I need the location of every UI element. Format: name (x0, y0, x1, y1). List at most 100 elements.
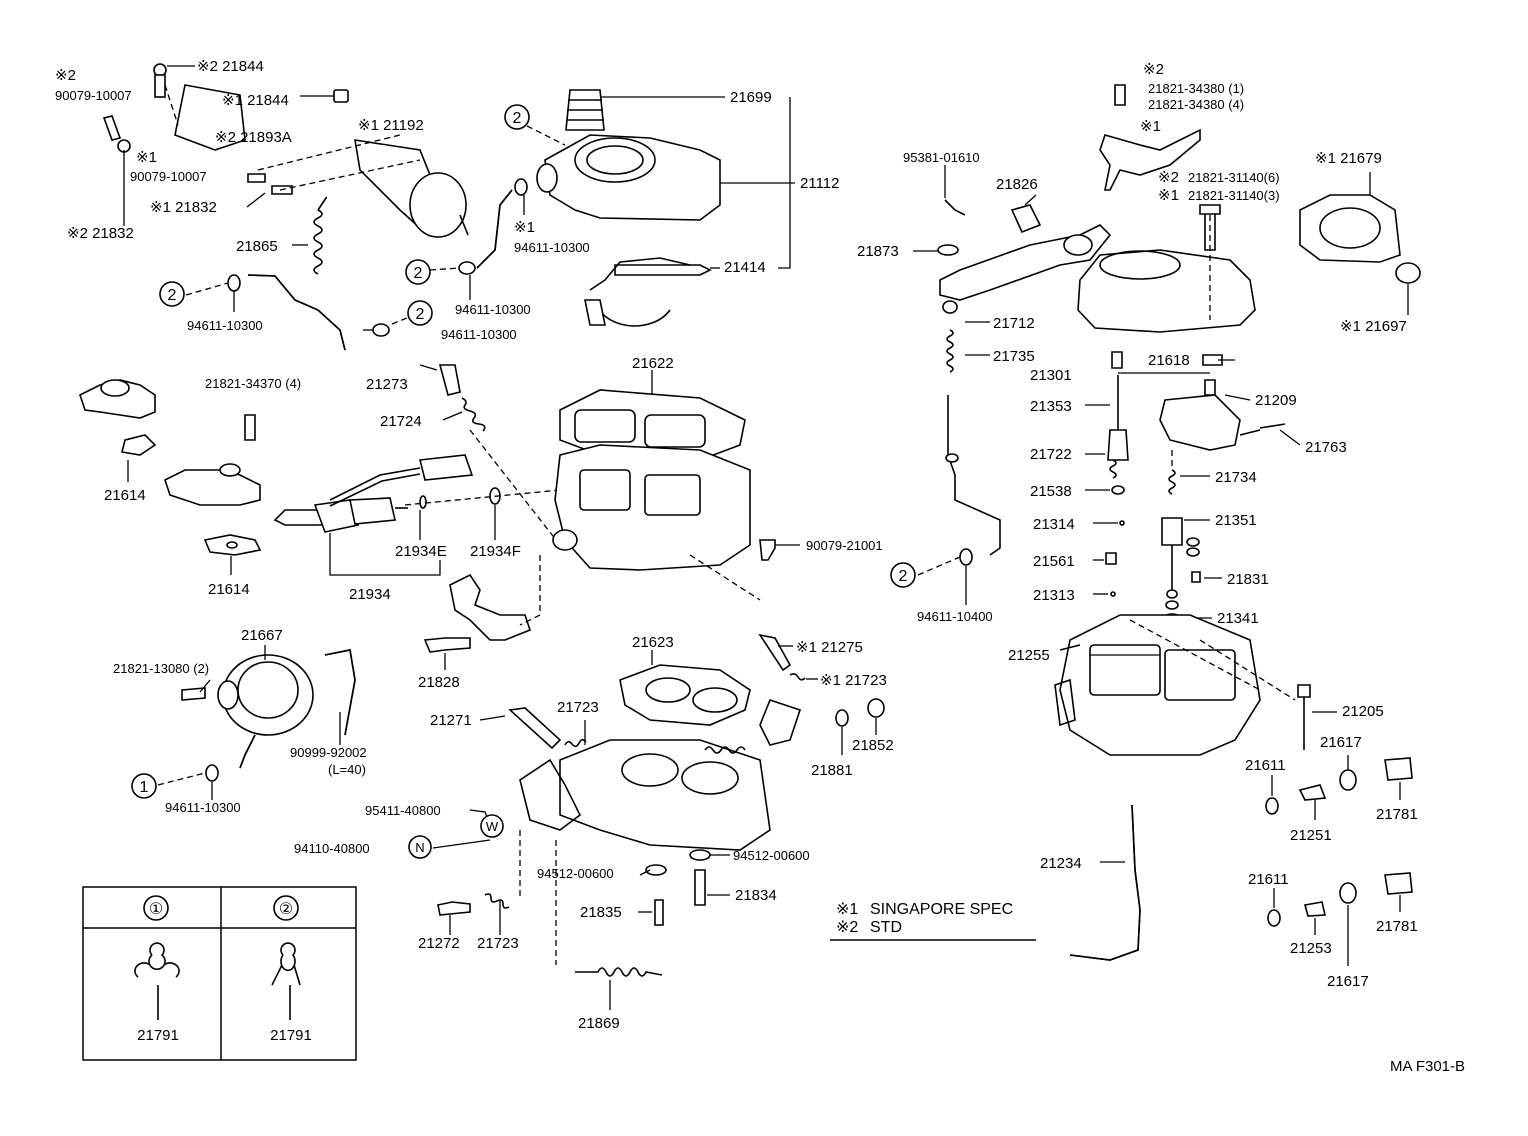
label-21865: 21865 (236, 238, 278, 255)
carb-body-group (423, 370, 800, 670)
marker-w: W (486, 819, 499, 834)
float-group (1085, 351, 1301, 627)
label-mark1: ※1 (514, 219, 535, 236)
label-94611-10400: 94611-10400 (917, 609, 993, 624)
label-21781: 21781 (1376, 918, 1418, 935)
label-21834: 21834 (735, 887, 777, 904)
circled-markers: 2 2 2 2 2 1 W N (131, 104, 916, 859)
label-90999-92002: 90999-92002 (290, 745, 367, 760)
left-middle-group (79, 364, 561, 576)
marker-two: 2 (168, 287, 177, 304)
label-94110-40800: 94110-40800 (294, 841, 370, 856)
label-21679: ※1 21679 (1315, 150, 1382, 167)
label-21313: 21313 (1033, 587, 1075, 604)
label-21205: 21205 (1342, 703, 1384, 720)
label-21353: 21353 (1030, 398, 1072, 415)
label-21618: 21618 (1148, 352, 1190, 369)
legend-std: STD (870, 919, 902, 936)
label-94611-10300: 94611-10300 (514, 240, 590, 255)
label-21561: 21561 (1033, 553, 1075, 570)
label-94512-00600: 94512-00600 (733, 848, 810, 863)
label-21832: ※2 21832 (67, 225, 134, 242)
marker-two: 2 (414, 265, 423, 282)
label-21763: 21763 (1305, 439, 1347, 456)
label-21697: ※1 21697 (1340, 318, 1407, 335)
label-21112: 21112 (800, 175, 840, 192)
label-21611: 21611 (1245, 757, 1286, 774)
label-mark2: ※2 (1143, 61, 1164, 78)
label-21722: 21722 (1030, 446, 1072, 463)
label-21301: 21301 (1030, 367, 1072, 384)
label-94611-10300: 94611-10300 (455, 302, 531, 317)
label-21934: 21934 (349, 586, 391, 603)
clip-col1-part: 21791 (137, 1027, 179, 1044)
label-21844: ※1 21844 (222, 92, 289, 109)
upper-left-group (102, 63, 528, 351)
clip-table: ① ② 21791 21791 (82, 886, 357, 1061)
label-21821-34380-1: 21821-34380 (1) (1148, 81, 1244, 96)
label-21622: 21622 (632, 355, 674, 372)
spec-legend: ※1 SINGAPORE SPEC ※2 STD (830, 901, 1036, 941)
label-21828: 21828 (418, 674, 460, 691)
label-21314: 21314 (1033, 516, 1075, 533)
label-95411-40800: 95411-40800 (365, 803, 441, 818)
label-21723: 21723 (477, 935, 519, 952)
label-21272: 21272 (418, 935, 460, 952)
label-21617: 21617 (1327, 973, 1369, 990)
label-l40: (L=40) (328, 762, 366, 777)
legend-singapore: SINGAPORE SPEC (870, 901, 1013, 918)
label-21893a: ※2 21893A (215, 129, 292, 146)
label-94512-00600: 94512-00600 (537, 866, 614, 881)
main-body-group (1054, 614, 1413, 966)
part-labels: ※2 90079-10007 ※2 21844 ※1 21844 ※2 2189… (55, 58, 1418, 1032)
label-mark1: ※1 (1140, 118, 1161, 135)
label-21734: 21734 (1215, 469, 1257, 486)
label-21821-31140-6: 21821-31140(6) (1188, 170, 1280, 185)
label-90079-10007: 90079-10007 (130, 169, 207, 184)
label-94611-10300: 94611-10300 (187, 318, 263, 333)
lower-left-group (157, 645, 356, 800)
label-21414: 21414 (724, 259, 766, 276)
label-21881: 21881 (811, 762, 853, 779)
label-21844: ※2 21844 (197, 58, 264, 75)
label-21781: 21781 (1376, 806, 1418, 823)
label-mark1: ※1 (136, 149, 157, 166)
label-95381-01610: 95381-01610 (903, 150, 980, 165)
label-21623: 21623 (632, 634, 674, 651)
label-21821-13080: 21821-13080 (2) (113, 661, 209, 676)
label-21735: 21735 (993, 348, 1035, 365)
label-21192: ※1 21192 (358, 117, 424, 134)
label-21852: 21852 (852, 737, 894, 754)
label-21255: 21255 (1008, 647, 1050, 664)
clip-col2-part: 21791 (270, 1027, 312, 1044)
label-21724: 21724 (380, 413, 422, 430)
label-94611-10300: 94611-10300 (441, 327, 517, 342)
label-21209: 21209 (1255, 392, 1297, 409)
label-21667: 21667 (241, 627, 283, 644)
air-horn-group (523, 89, 795, 327)
label-21271: 21271 (430, 712, 472, 729)
label-21538: 21538 (1030, 483, 1072, 500)
label-21341: 21341 (1217, 610, 1259, 627)
label-21835: 21835 (580, 904, 622, 921)
legend-mark1: ※1 (836, 901, 858, 918)
clip-col2-head: ② (279, 901, 293, 918)
label-mark2: ※2 (55, 67, 76, 84)
label-21723: ※1 21723 (820, 672, 887, 689)
label-21869: 21869 (578, 1015, 620, 1032)
label-21873: 21873 (857, 243, 899, 260)
marker-n: N (415, 840, 424, 855)
label-21712: 21712 (993, 315, 1035, 332)
label-21614: 21614 (104, 487, 146, 504)
marker-two: 2 (899, 568, 908, 585)
label-21251: 21251 (1290, 827, 1332, 844)
legend-mark2: ※2 (836, 919, 858, 936)
marker-two: 2 (513, 110, 522, 127)
label-21934f: 21934F (470, 543, 521, 560)
diagram-code: MA F301-B (1390, 1058, 1465, 1075)
label-21821-34370: 21821-34370 (4) (205, 376, 301, 391)
label-21821-34380-4: 21821-34380 (4) (1148, 97, 1244, 112)
right-top-group (913, 84, 1421, 605)
label-21614: 21614 (208, 581, 250, 598)
